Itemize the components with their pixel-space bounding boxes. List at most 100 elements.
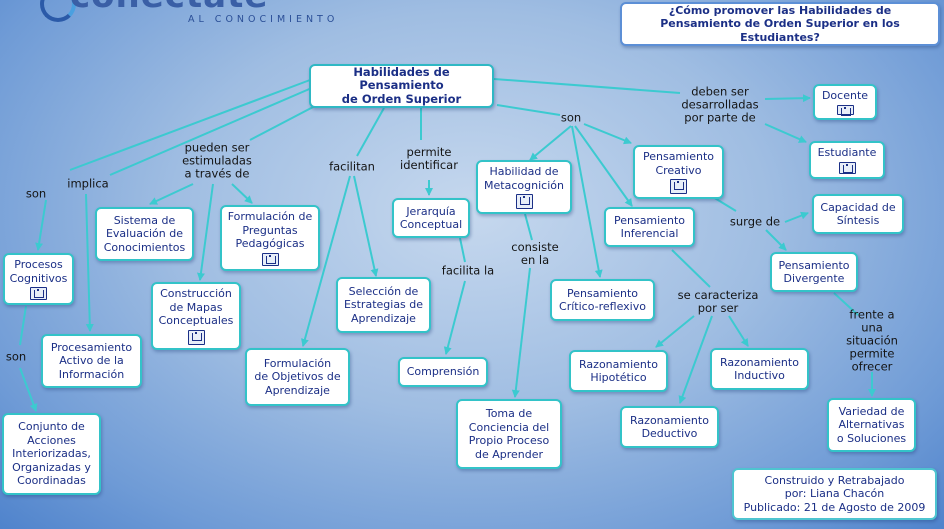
edge-pueden-sistema — [149, 183, 194, 205]
concept-jerarquia-label: Jerarquía Conceptual — [399, 204, 463, 232]
concept-divergente[interactable]: Pensamiento Divergente — [770, 252, 858, 292]
concept-metacognicion-label: Habilidad de Metacognición — [484, 165, 564, 192]
concept-metacognicion[interactable]: Habilidad de Metacognición — [476, 160, 572, 214]
link-label-son-left: son — [25, 186, 47, 201]
link-label-frente: frente a una situación permite ofrecer — [846, 307, 898, 374]
edge-deben-docente — [764, 94, 811, 103]
concept-procesamiento[interactable]: Procesamiento Activo de la Información — [41, 334, 142, 388]
edge-procesos-son — [19, 305, 27, 346]
edge-metacognicion-consiste — [524, 213, 533, 241]
concept-deductivo-label: Razonamiento Deductivo — [630, 413, 709, 441]
link-label-deben: deben ser desarrolladas por parte de — [681, 84, 759, 125]
edge-consiste-toma — [511, 267, 531, 398]
concept-hipotetico[interactable]: Razonamiento Hipotético — [569, 350, 668, 392]
concept-toma[interactable]: Toma de Conciencia del Propio Proceso de… — [456, 399, 562, 469]
concept-critico-label: Pensamiento Crítico-reflexivo — [559, 286, 646, 314]
concept-creativo[interactable]: Pensamiento Creativo — [633, 145, 724, 199]
concept-procesamiento-label: Procesamiento Activo de la Información — [50, 340, 133, 381]
concept-docente[interactable]: Docente — [813, 84, 877, 120]
hierarchy-resource-icon[interactable] — [670, 179, 687, 194]
concept-conjunto[interactable]: Conjunto de Acciones Interiorizadas, Org… — [2, 413, 101, 495]
concept-formulacion-objetivos-label: Formulación de Objetivos de Aprendizaje — [254, 356, 341, 397]
hierarchy-resource-icon[interactable] — [30, 287, 47, 300]
edge-pueden-mapas — [196, 183, 214, 281]
concept-comprension-label: Comprensión — [406, 365, 480, 379]
concept-sintesis[interactable]: Capacidad de Síntesis — [812, 194, 904, 234]
hierarchy-resource-icon[interactable] — [261, 252, 279, 266]
concept-variedad-label: Variedad de Alternativas o Soluciones — [836, 404, 907, 445]
concept-inductivo-label: Razonamiento Inductivo — [720, 355, 799, 383]
edge-pueden-preguntas — [231, 183, 253, 204]
concept-variedad[interactable]: Variedad de Alternativas o Soluciones — [827, 398, 916, 452]
edge-jerarquia-facilita — [459, 237, 466, 263]
concept-inductivo[interactable]: Razonamiento Inductivo — [710, 348, 809, 390]
concept-procesos-label: Procesos Cognitivos — [9, 258, 68, 285]
concept-procesos[interactable]: Procesos Cognitivos — [3, 253, 74, 305]
concept-inferencial-label: Pensamiento Inferencial — [613, 213, 685, 241]
concept-seleccion[interactable]: Selección de Estrategias de Aprendizaje — [336, 277, 431, 333]
edge-son-metacognicion — [529, 125, 572, 161]
edge-divergente-frente — [833, 292, 859, 316]
concept-docente-label: Docente — [821, 89, 869, 102]
edge-car-deductivo — [678, 315, 713, 404]
hierarchy-resource-icon[interactable] — [836, 104, 854, 115]
concept-formulacion-objetivos[interactable]: Formulación de Objetivos de Aprendizaje — [245, 348, 350, 406]
edge-son-critico — [571, 125, 603, 278]
title-text: ¿Cómo promover las Habilidades de Pensam… — [660, 3, 900, 44]
link-label-facilitan: facilitan — [329, 159, 375, 174]
concept-critico[interactable]: Pensamiento Crítico-reflexivo — [550, 279, 655, 321]
link-label-permite: permite identificar — [400, 145, 458, 172]
edge-deben-estudiante — [764, 123, 807, 143]
logo-wordmark: conectate — [70, 0, 268, 16]
concept-inferencial[interactable]: Pensamiento Inferencial — [604, 207, 695, 247]
concept-main-label: Habilidades de Pensamiento de Orden Supe… — [341, 64, 462, 106]
concept-sintesis-label: Capacidad de Síntesis — [820, 200, 896, 228]
concept-formulacion-preguntas-label: Formulación de Preguntas Pedagógicas — [227, 210, 313, 250]
hierarchy-resource-icon[interactable] — [838, 161, 856, 174]
edge-facilitan-seleccion — [353, 175, 379, 277]
logo: conectate AL CONOCIMIENTO — [40, 0, 340, 26]
edge-main-facilitan — [356, 107, 385, 157]
link-label-pueden: pueden ser estimuladas a través de — [182, 140, 252, 181]
concept-formulacion-preguntas[interactable]: Formulación de Preguntas Pedagógicas — [220, 205, 320, 271]
edge-facilita-comprension — [443, 280, 466, 355]
concept-creativo-label: Pensamiento Creativo — [642, 150, 714, 177]
edge-car-hipotetico — [655, 315, 695, 348]
link-label-son-top: son — [560, 110, 582, 125]
title-box: ¿Cómo promover las Habilidades de Pensam… — [620, 2, 940, 46]
edge-main-son — [496, 104, 561, 116]
concept-jerarquia[interactable]: Jerarquía Conceptual — [392, 198, 470, 238]
concept-sistema-evaluacion[interactable]: Sistema de Evaluación de Conocimientos — [95, 207, 194, 261]
concept-estudiante-label: Estudiante — [817, 146, 877, 159]
concept-mapas[interactable]: Construcción de Mapas Conceptuales — [151, 282, 241, 350]
edge-inferencial-caracteriza — [671, 249, 711, 288]
edge-car-inductivo — [728, 315, 749, 347]
concept-sistema-evaluacion-label: Sistema de Evaluación de Conocimientos — [103, 213, 186, 254]
hierarchy-resource-icon[interactable] — [515, 194, 533, 209]
concept-comprension[interactable]: Comprensión — [398, 357, 488, 387]
edge-son-inferencial — [574, 125, 633, 207]
link-label-facilita: facilita la — [441, 263, 495, 278]
link-label-surge: surge de — [729, 214, 781, 229]
edge-son-conjunto — [19, 367, 38, 412]
edge-facilitan-objetivos — [301, 175, 351, 347]
logo-ring-icon — [40, 0, 76, 22]
credits-text: Construido y Retrabajado por: Liana Chac… — [743, 473, 926, 514]
edge-main-implica — [109, 86, 315, 176]
credits-box: Construido y Retrabajado por: Liana Chac… — [732, 468, 937, 520]
link-label-son-low: son — [5, 349, 27, 364]
logo-tagline: AL CONOCIMIENTO — [188, 14, 339, 25]
edge-main-deben — [493, 78, 681, 94]
concept-main[interactable]: Habilidades de Pensamiento de Orden Supe… — [309, 64, 494, 108]
link-label-caracteriza: se caracteriza por ser — [677, 288, 759, 315]
edge-son-creativo — [583, 123, 632, 145]
edge-main-son-left — [69, 79, 311, 171]
edge-surge-divergente — [765, 229, 787, 251]
edge-creativo-surge — [712, 196, 737, 212]
edge-surge-sintesis — [784, 211, 809, 223]
hierarchy-resource-icon[interactable] — [187, 329, 205, 345]
concept-estudiante[interactable]: Estudiante — [809, 141, 885, 179]
concept-deductivo[interactable]: Razonamiento Deductivo — [620, 406, 719, 448]
edge-implica-procesamiento — [85, 193, 94, 332]
